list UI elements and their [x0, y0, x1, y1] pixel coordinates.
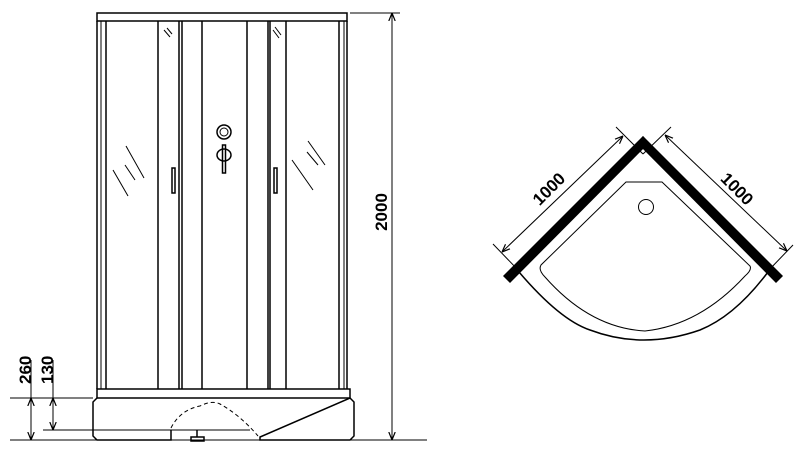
- adjustable-foot: [190, 430, 205, 442]
- door-handle-right: [273, 167, 278, 194]
- dimension-lines-plan: [492, 126, 794, 272]
- door-handle-left: [171, 167, 176, 194]
- wall-left: [503, 136, 649, 283]
- siphon-dashed: [170, 401, 259, 437]
- tray-base: [92, 397, 355, 441]
- base-height-label: 260: [16, 356, 35, 384]
- front-view: [92, 12, 355, 442]
- glass-reflections: [112, 26, 326, 197]
- top-frame: [96, 12, 348, 22]
- wall-right: [637, 136, 783, 283]
- dimension-lines-front: [10, 12, 427, 441]
- drain-icon: [638, 199, 654, 215]
- height-label: 2000: [372, 193, 391, 231]
- tray-height-label: 130: [38, 356, 57, 384]
- left-side-label: 1000: [529, 169, 569, 209]
- plan-view: [503, 136, 783, 341]
- frame-verticals: [96, 21, 348, 389]
- bottom-rail: [96, 388, 351, 399]
- tray-inner: [539, 181, 751, 332]
- front-arc: [518, 271, 769, 341]
- mixer-icon: [216, 124, 232, 174]
